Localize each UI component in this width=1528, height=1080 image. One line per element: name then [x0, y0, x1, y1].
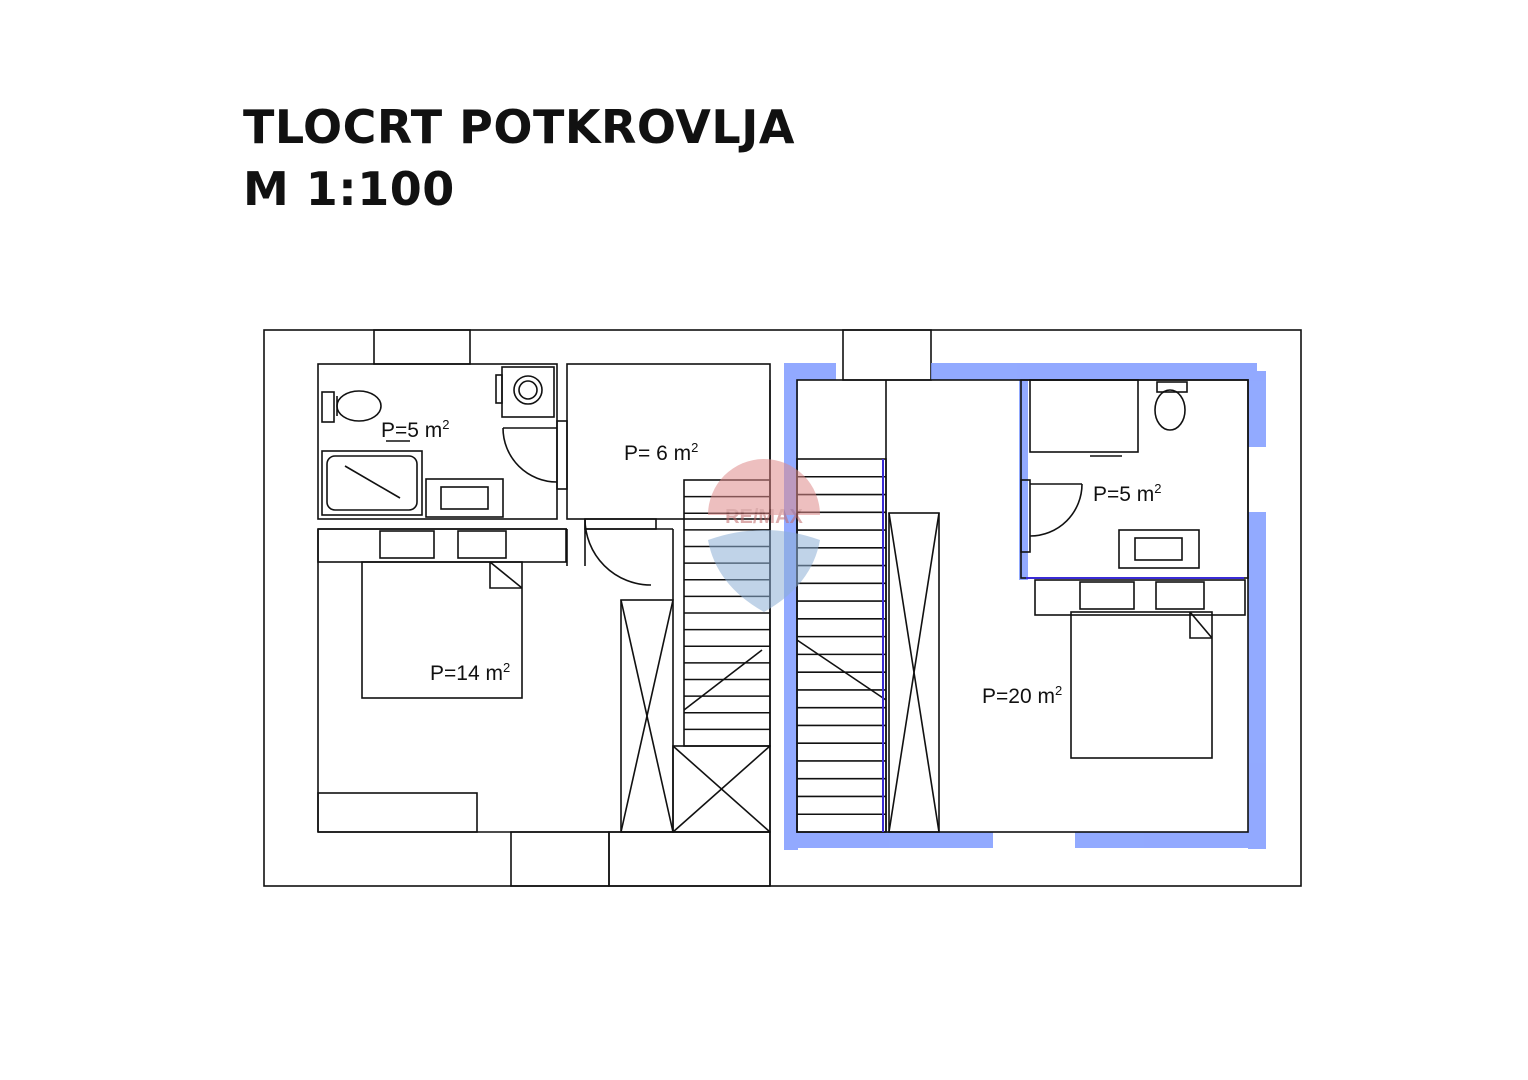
- landing-void: [672, 745, 771, 833]
- void-cross: [620, 599, 674, 833]
- sink-basin: [440, 486, 489, 510]
- bed-left: [361, 561, 523, 699]
- headboard: [1034, 579, 1246, 616]
- drawing-title-text: TLOCRT POTKROVLJA: [243, 100, 795, 154]
- bed-sheet-fold: [489, 562, 522, 589]
- door-frame: [556, 420, 568, 490]
- door-swing: [1029, 483, 1083, 537]
- wall-highlight: [784, 363, 1266, 850]
- drawing-title: TLOCRT POTKROVLJA M 1:100: [243, 96, 795, 220]
- door-frame: [1020, 479, 1031, 553]
- nightstand: [1079, 581, 1135, 610]
- shower-right: [1029, 379, 1139, 453]
- void-cross: [672, 745, 771, 833]
- bed-right: [1070, 611, 1213, 759]
- wardrobe: [317, 792, 478, 833]
- nightstand: [457, 530, 507, 559]
- watermark-text: RE/MAX: [725, 506, 803, 528]
- toilet-bowl: [336, 390, 382, 422]
- shower-tray: [326, 455, 418, 511]
- void-cross: [888, 512, 940, 833]
- void-right: [888, 512, 940, 833]
- shower-tray: [321, 450, 423, 516]
- stair-turn: [796, 639, 887, 701]
- room-label-bedroom-left: P=14 m2: [430, 660, 510, 685]
- nightstand: [1155, 581, 1205, 610]
- toilet-bowl: [1154, 389, 1186, 431]
- window-notch: [608, 831, 771, 887]
- outer-wall: [263, 329, 1302, 887]
- room-label-bathroom-right: P=5 m2: [1093, 481, 1162, 506]
- remax-watermark: RE/MAX: [708, 459, 820, 612]
- window-notch: [842, 329, 932, 381]
- bed-sheet-fold: [1189, 612, 1212, 639]
- stair-right: [796, 458, 887, 833]
- headboard: [317, 528, 567, 563]
- washing-machine: [501, 366, 555, 418]
- sink-cabinet: [425, 478, 504, 518]
- washing-machine-drum: [513, 375, 543, 405]
- toilet-tank: [1156, 381, 1188, 393]
- balloon-bottom: [708, 530, 820, 612]
- bed-sheet-fold: [489, 561, 523, 589]
- drawing-scale: M 1:100: [243, 162, 455, 216]
- room-label-bathroom-left: P=5 m2: [381, 417, 450, 442]
- washing-machine-drum: [518, 380, 538, 400]
- door-frame: [584, 518, 657, 530]
- stair-turn: [683, 649, 763, 711]
- bed-sheet-fold: [1189, 611, 1213, 639]
- stair-steps: [797, 475, 886, 816]
- balloon-top: [708, 459, 820, 515]
- void-left: [620, 599, 674, 833]
- nightstand: [379, 530, 435, 559]
- sink-basin: [1134, 537, 1183, 561]
- room-label-room-6: P= 6 m2: [624, 440, 698, 465]
- toilet-tank: [321, 391, 335, 423]
- shower-slope: [344, 465, 401, 499]
- window-notch: [373, 329, 471, 365]
- room-label-bedroom-right: P=20 m2: [982, 683, 1062, 708]
- sink-cabinet: [1118, 529, 1200, 569]
- washing-machine: [495, 374, 503, 404]
- door-swing: [502, 427, 558, 483]
- area-labels: P=5 m2 P= 6 m2 P=14 m2 P=5 m2 P=20 m2: [381, 417, 1162, 708]
- highlight-line: [882, 459, 1244, 832]
- window-notch: [510, 831, 610, 887]
